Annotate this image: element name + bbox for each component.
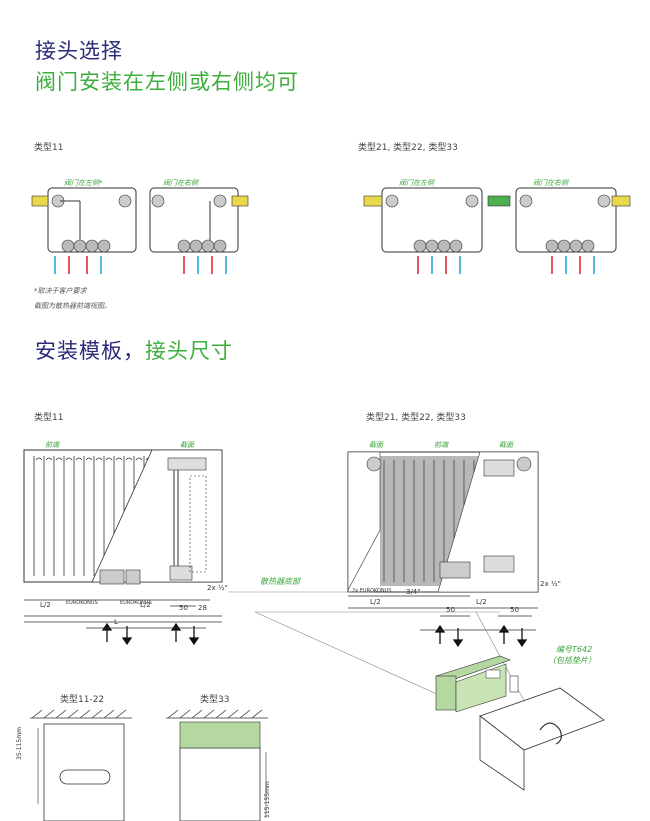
type-label-21-22-33b: 类型21, 类型22, 类型33 — [366, 413, 466, 423]
part-number-label: 编号T642 — [556, 645, 593, 654]
dim-l2-left: L/2 — [40, 601, 51, 609]
radiator-bottom-label: 散热器底部 — [260, 577, 300, 586]
eurokonus-label-1: EUROKONUS — [66, 600, 98, 606]
dim-l: L — [114, 618, 118, 626]
type-label-33: 类型33 — [200, 695, 230, 705]
dim-50-r2: 50 — [510, 606, 519, 614]
type-label-11-22: 类型11-22 — [60, 695, 105, 705]
page-title: 接头选择 — [35, 39, 123, 63]
section2-title-b: 接头尺寸 — [145, 339, 233, 363]
part-desc-label: （包括垫片） — [548, 656, 596, 665]
section-label-r1: 截面 — [369, 441, 383, 449]
valve-diagram-type11 — [31, 187, 631, 274]
range-label-1: 35-115mm — [16, 727, 23, 760]
section-label-r2: 截面 — [499, 441, 513, 449]
valve-right-label: 阀门在右侧 — [163, 179, 198, 187]
dim-34: 3/4" — [406, 588, 421, 596]
range-label-2: 115-155mm — [264, 781, 271, 818]
type-label-21-22-33: 类型21, 类型22, 类型33 — [358, 143, 458, 153]
eurokonus-label-2: EUROKONUS — [120, 600, 152, 606]
type-label-11: 类型11 — [34, 143, 64, 153]
dim-28: 28 — [198, 604, 207, 612]
type-label-11b: 类型11 — [34, 413, 64, 423]
section2-title-a: 安装模板， — [35, 339, 145, 363]
valve-left-label-2: 阀门在左侧 — [399, 179, 434, 187]
section2-title: 安装模板，接头尺寸 — [35, 335, 233, 365]
dim-l2-right-1: L/2 — [370, 598, 381, 606]
valve-right-label-2: 阀门在右侧 — [533, 179, 568, 187]
dim-l2-right: L/2 — [140, 601, 151, 609]
dim-2xeur: 2x EUROKONUS — [352, 588, 392, 594]
dim-half-left: 2x ½" — [207, 584, 228, 592]
note-front-view: 截图为散热器前端视图。 — [34, 302, 111, 310]
dim-half-right: 2x ½" — [540, 580, 561, 588]
front-label-r: 前端 — [434, 441, 448, 449]
page-subtitle: 阀门安装在左侧或右侧均可 — [35, 70, 299, 94]
dim-50-left: 50 — [179, 604, 188, 612]
dim-l2-right-2: L/2 — [476, 598, 487, 606]
note-customer: *取决于客户要求 — [34, 287, 87, 295]
front-label: 前端 — [45, 441, 59, 449]
dim-50-r1: 50 — [446, 606, 455, 614]
valve-left-label: 阀门在左侧* — [64, 179, 103, 187]
section-label: 截面 — [180, 441, 194, 449]
